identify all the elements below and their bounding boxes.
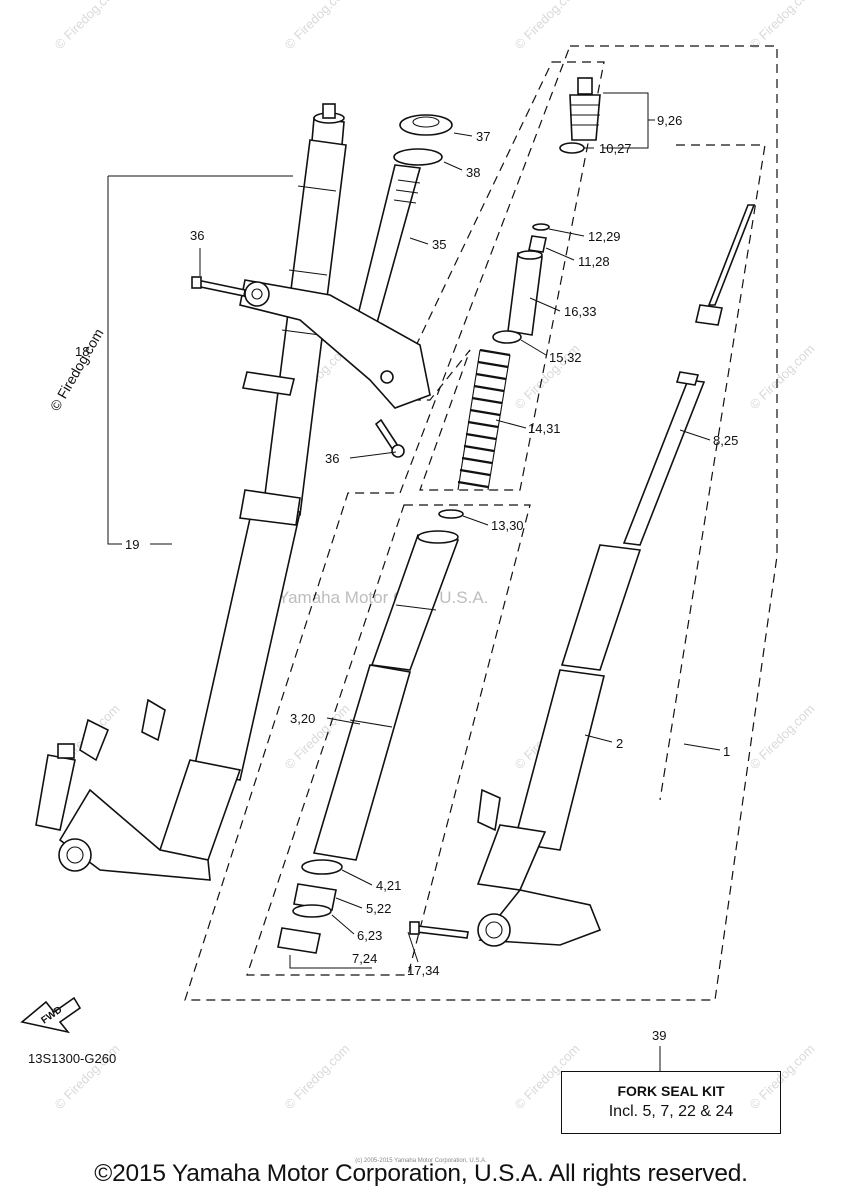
callout-16-33: 16,33 (564, 304, 597, 319)
watermark-tile: © Firedog.com (282, 1041, 353, 1112)
damper-parts (438, 77, 756, 546)
watermark-tile: © Firedog.com (52, 0, 123, 52)
callout-35: 35 (432, 237, 446, 252)
callout-11-28: 11,28 (578, 254, 610, 269)
callout-labels: 9,26 10,27 12,29 11,28 16,33 15,32 14,31… (75, 113, 738, 1043)
callout-39: 39 (652, 1028, 666, 1043)
callout-4-21: 4,21 (376, 878, 401, 893)
callout-38: 38 (466, 165, 480, 180)
copyright-footer: ©2015 Yamaha Motor Corporation, U.S.A. A… (94, 1160, 748, 1187)
tube-parts (277, 530, 642, 954)
callout-13-30: 13,30 (491, 518, 524, 533)
inner-tube-assembly-outline (246, 504, 531, 976)
callout-3-20: 3,20 (290, 711, 315, 726)
leader-lines (107, 92, 721, 1071)
watermark-side: © Firedog.com (47, 326, 107, 414)
callout-15-32: 15,32 (549, 350, 582, 365)
fine-print: (c) 2005-2015 Yamaha Motor Corporation, … (355, 1158, 487, 1164)
watermark-tile: © Firedog.com (747, 701, 818, 772)
diagram-code: 13S1300-G260 (28, 1051, 116, 1066)
callout-8-25: 8,25 (713, 433, 738, 448)
callout-17-34: 17,34 (407, 963, 440, 978)
watermark-tile: © Firedog.com (747, 0, 818, 52)
watermark-tile: © Firedog.com (747, 341, 818, 412)
fork-seal-kit-box: FORK SEAL KIT Incl. 5, 7, 22 & 24 (561, 1071, 781, 1134)
kit-includes: Incl. 5, 7, 22 & 24 (608, 1103, 734, 1120)
callout-12-29: 12,29 (588, 229, 621, 244)
kit-title: FORK SEAL KIT (617, 1083, 725, 1099)
callout-9-26: 9,26 (657, 113, 682, 128)
watermark-tile: © Firedog.com (282, 0, 353, 52)
callout-10-27: 10,27 (599, 141, 632, 156)
callout-7-24: 7,24 (352, 951, 377, 966)
callout-5-22: 5,22 (366, 901, 391, 916)
callout-18: 18 (75, 344, 89, 359)
callout-36-top: 36 (190, 228, 204, 243)
callout-36-bottom: 36 (325, 451, 339, 466)
damper-assembly-outline (659, 144, 766, 801)
assembly-1-outline (184, 45, 778, 1001)
callout-14-31: 14,31 (528, 421, 561, 436)
fwd-arrow-icon: FWD (20, 996, 82, 1034)
watermark-tile: © Firedog.com (512, 0, 583, 52)
watermark-center: Yamaha Motor Corp, U.S.A. (278, 588, 488, 607)
callout-2: 2 (616, 736, 623, 751)
assembled-fork-left (35, 103, 347, 881)
callout-6-23: 6,23 (357, 928, 382, 943)
callout-1: 1 (723, 744, 730, 759)
steering-clamp-area (191, 114, 453, 458)
callout-19: 19 (125, 537, 139, 552)
callout-37: 37 (476, 129, 490, 144)
